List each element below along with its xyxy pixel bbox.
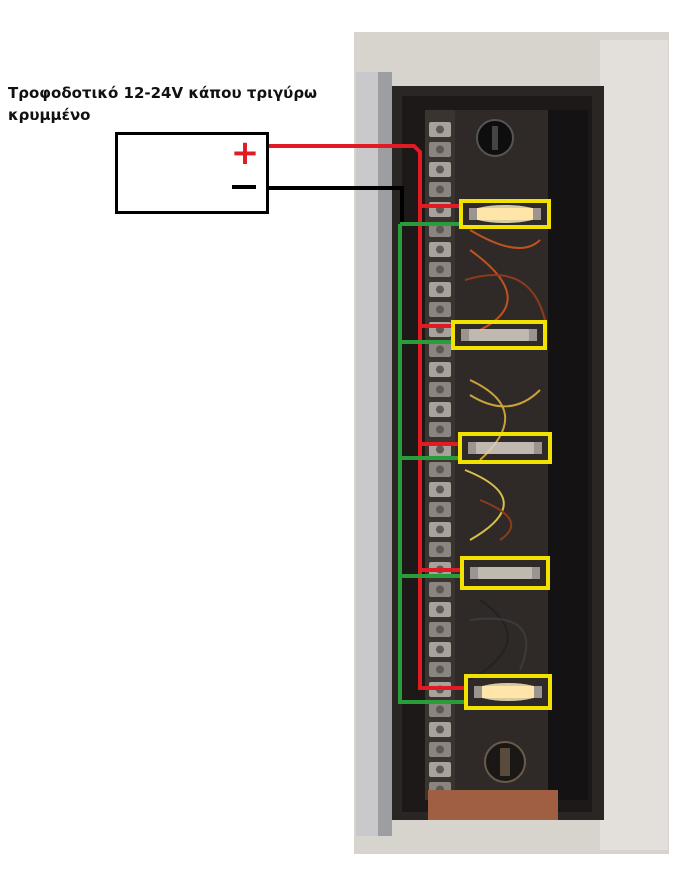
wall-right-area: [600, 40, 668, 850]
cabinet-base: [428, 790, 558, 820]
terminal-screw: [436, 425, 444, 434]
terminal-screw: [436, 705, 444, 714]
terminal-screw: [436, 265, 444, 274]
internal-wire: [469, 229, 541, 249]
terminal-screw: [436, 225, 444, 234]
terminal-screw: [436, 725, 444, 734]
terminal-screw: [436, 165, 444, 174]
fuse-end-cap: [534, 442, 542, 454]
fuse-highlight-frame: [464, 674, 552, 710]
fuse-unlit: [474, 567, 536, 579]
terminal-blocks: [429, 122, 451, 797]
fuse-end-cap: [468, 442, 476, 454]
terminal-screw: [436, 745, 444, 754]
terminal-screw: [436, 525, 444, 534]
fuse-end-cap: [469, 208, 477, 220]
terminal-screw: [436, 445, 444, 454]
terminal-screw: [436, 485, 444, 494]
terminal-screw: [436, 145, 444, 154]
ground-bus-wire: [398, 222, 466, 704]
negative-wire: [263, 186, 404, 224]
terminal-screw: [436, 665, 444, 674]
fuse-3: [458, 432, 552, 464]
terminal-screw: [436, 405, 444, 414]
internal-wire: [479, 499, 513, 541]
internal-wire: [469, 389, 541, 408]
fuse-highlight-frame: [451, 320, 547, 350]
terminal-screw: [436, 245, 444, 254]
fuse-end-cap: [474, 686, 482, 698]
terminal-screw: [436, 645, 444, 654]
power-supply-caption: Τροφοδοτικό 12-24V κάπου τριγύρω κρυμμέν…: [8, 84, 318, 124]
fuse-5: [464, 674, 552, 710]
fuse-highlight-frame: [459, 199, 551, 229]
fuse-end-cap: [533, 208, 541, 220]
terminal-screw: [436, 585, 444, 594]
fuse-end-cap: [470, 567, 478, 579]
fuse-glow: [474, 683, 542, 701]
terminal-screw: [436, 625, 444, 634]
fuse-highlight-frame: [460, 556, 550, 590]
fuse-end-cap: [532, 567, 540, 579]
negative-terminal-symbol: [232, 185, 256, 189]
terminal-screw: [436, 345, 444, 354]
terminal-screw: [436, 765, 444, 774]
fuse-group: [451, 199, 552, 710]
fuse-4: [460, 556, 550, 590]
terminal-screw: [436, 305, 444, 314]
terminal-screw: [436, 385, 444, 394]
fuse-unlit: [465, 329, 533, 341]
internal-wire: [469, 617, 528, 671]
terminal-screw: [436, 365, 444, 374]
internal-wire: [464, 469, 505, 541]
fuse-highlight-frame: [458, 432, 552, 464]
power-supply-box: [115, 132, 269, 214]
terminal-screw: [436, 465, 444, 474]
positive-terminal-symbol: +: [230, 133, 260, 173]
internal-wire: [469, 599, 509, 681]
fuse-glow: [469, 205, 541, 223]
fuse-end-cap: [461, 329, 469, 341]
terminal-screw: [436, 285, 444, 294]
fuse-2: [451, 320, 547, 350]
fuse-end-cap: [529, 329, 537, 341]
positive-wire: [263, 144, 466, 690]
fuse-end-cap: [534, 686, 542, 698]
terminal-screw: [436, 125, 444, 134]
terminal-screw: [436, 185, 444, 194]
terminal-screw: [436, 505, 444, 514]
fuse-unlit: [472, 442, 538, 454]
terminal-screw: [436, 605, 444, 614]
terminal-screw: [436, 545, 444, 554]
internal-wire: [464, 274, 546, 321]
fuse-1: [459, 199, 551, 229]
